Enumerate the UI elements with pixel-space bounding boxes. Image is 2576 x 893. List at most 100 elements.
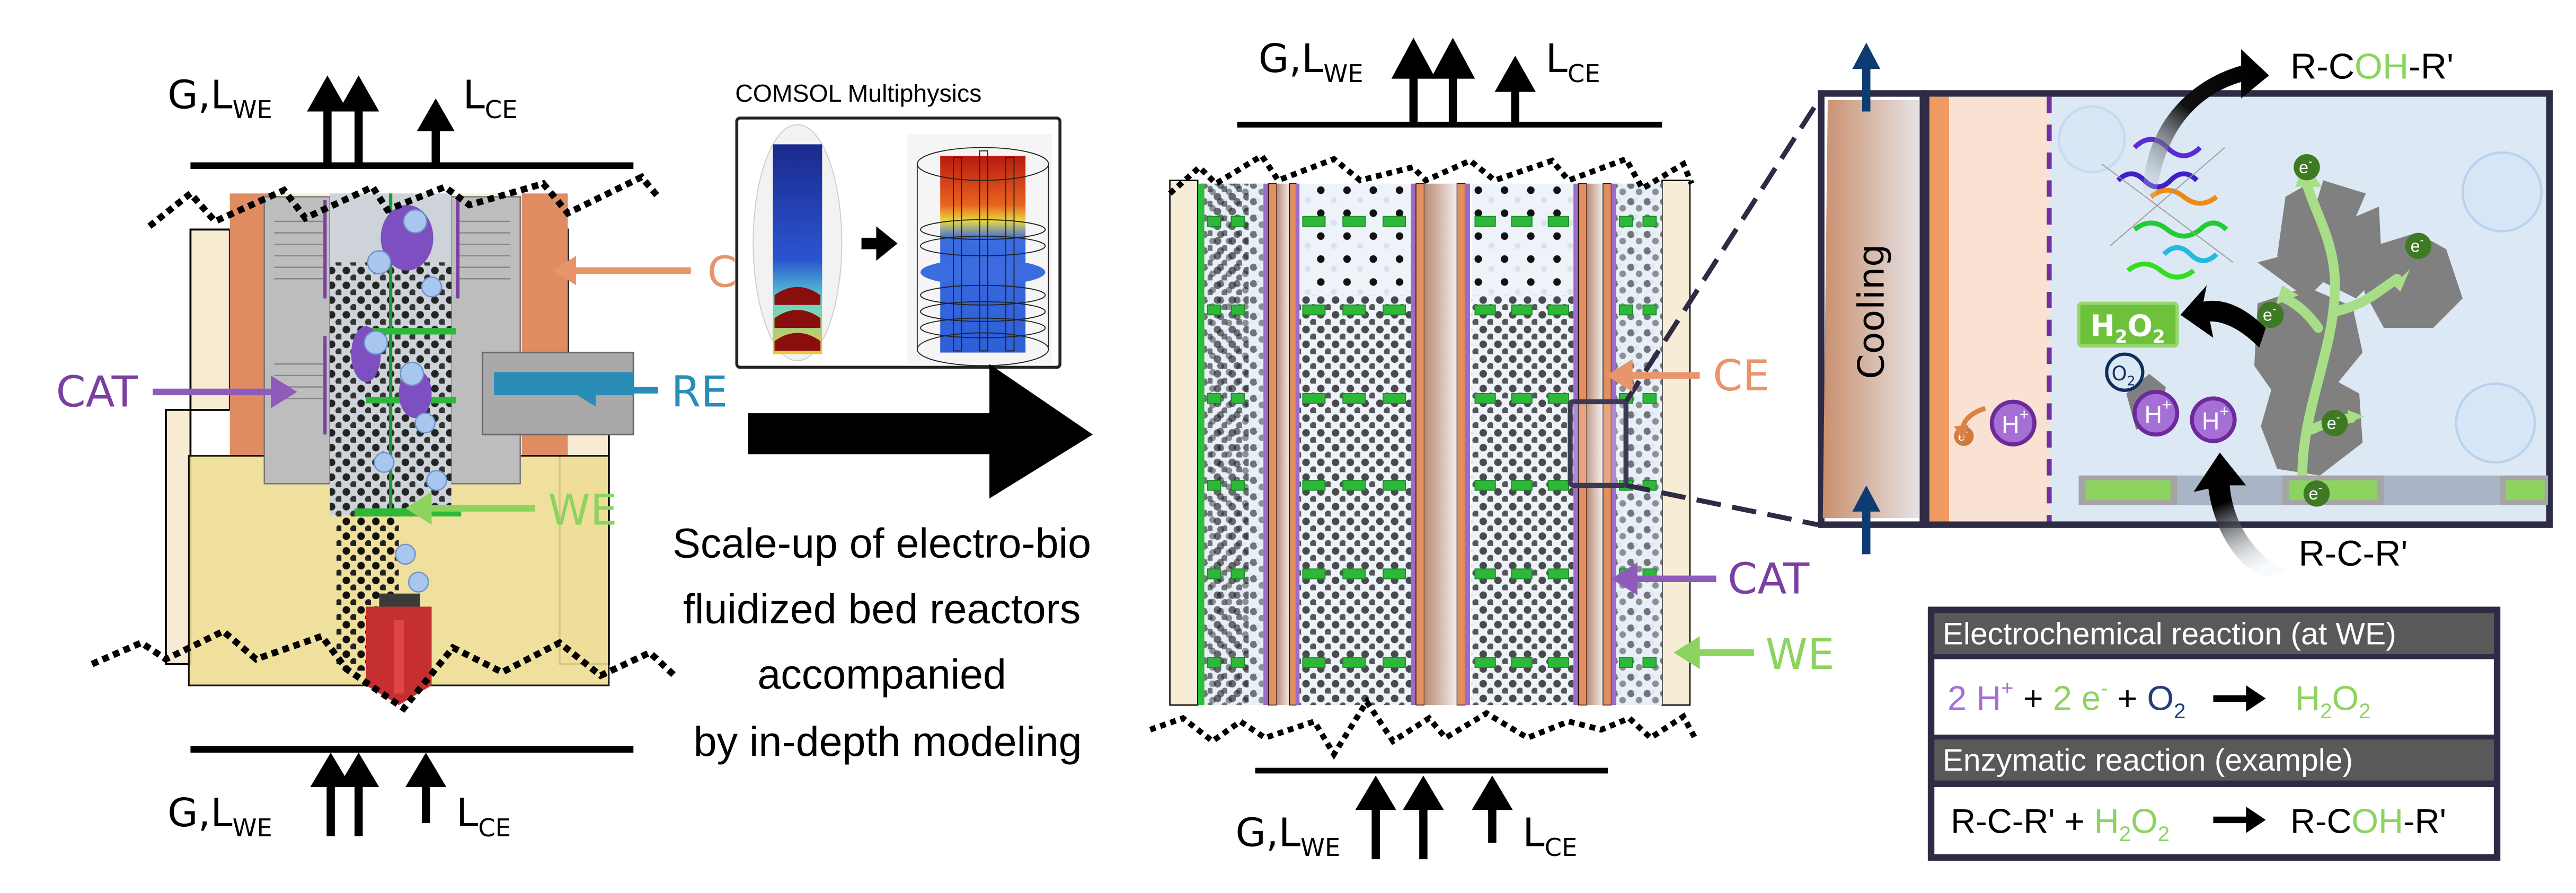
- lab-label-re: RE: [569, 367, 728, 417]
- o2-molecule: O2: [2105, 352, 2145, 392]
- coolant-in-arrow-icon: [1852, 485, 1881, 555]
- scaled-bottom-flow: G,LWE LCE: [1235, 767, 1608, 862]
- scaled-label-ce: CE: [1606, 351, 1769, 400]
- electron-icon: e-: [2405, 233, 2432, 260]
- flow-subscript-ce: CE: [485, 95, 518, 124]
- eq-sub: 2: [2359, 699, 2370, 723]
- eq-sub: 2: [2119, 822, 2131, 846]
- enzymatic-equation: R-C-R' + H2O2: [1951, 802, 2170, 846]
- mesh-segment: [1383, 393, 1406, 404]
- cut-line-bottom: [1149, 696, 1698, 760]
- lab-reactor-body: [165, 193, 634, 706]
- mesh-segment: [1342, 568, 1366, 579]
- eq-sup: +: [2001, 676, 2014, 700]
- electrons: e-e-e-e-e-e-: [1954, 154, 2432, 507]
- flow-label-gas-liquid-we: G,L: [167, 72, 233, 118]
- scaled-label-cat: CAT: [1611, 554, 1810, 604]
- o2-sub: 2: [2127, 373, 2136, 389]
- eq-sub: 2: [2320, 699, 2332, 723]
- flow-arrow-up-icon: [1355, 775, 1396, 810]
- mesh-segment: [1511, 480, 1533, 491]
- label-cat: CAT: [56, 367, 138, 417]
- lab-label-ce: CE: [553, 247, 764, 297]
- eq-term: R-C: [2290, 802, 2352, 841]
- flow-arrow-up-icon: [1430, 38, 1475, 79]
- mesh-segment: [1547, 480, 1569, 491]
- lab-reactor: G,LWE LCE: [56, 72, 764, 842]
- caption-line: accompanied: [757, 651, 1006, 698]
- svg-text:O2: O2: [2112, 362, 2136, 388]
- mesh-segment: [1511, 216, 1533, 227]
- svg-text:e-: e-: [2411, 234, 2424, 256]
- flow-label-gas-liquid-we: G,L: [167, 790, 233, 836]
- enzyme-structure-image: [2101, 137, 2234, 280]
- svg-text:e-: e-: [2309, 481, 2322, 503]
- mesh-segment: [1474, 657, 1496, 668]
- enzymatic-header-text: Enzymatic reaction (example): [1943, 743, 2353, 778]
- mesh-segment: [1231, 480, 1245, 491]
- mesh-segment: [1207, 393, 1221, 404]
- flow-arrow-up-icon: [1472, 775, 1513, 810]
- flow-arrow-up-icon: [1494, 56, 1536, 92]
- arrow-right-icon: [271, 375, 297, 408]
- flow-arrow-up-icon: [310, 752, 351, 787]
- lab-top-flow: G,LWE LCE: [167, 72, 634, 169]
- lab-label-we: WE: [405, 485, 617, 535]
- mesh-segment: [1383, 304, 1406, 316]
- svg-text:LCE: LCE: [1546, 35, 1600, 88]
- eq-term: OH: [2352, 802, 2404, 841]
- eq-op: +: [2055, 802, 2094, 841]
- eq-term: -R': [2403, 802, 2446, 841]
- mesh-segment: [1474, 568, 1496, 579]
- eq-term: H: [2295, 678, 2320, 717]
- mesh-segment: [1642, 657, 1657, 668]
- substrate-label: R-C-R': [2298, 533, 2407, 574]
- comsol-title: COMSOL Multiphysics: [735, 79, 981, 107]
- eq-sub: 2: [2158, 822, 2170, 846]
- mesh-segment: [1231, 657, 1245, 668]
- flow-arrow-up-icon: [1403, 775, 1444, 810]
- flow-arrow-up-icon: [1391, 38, 1436, 79]
- enzymatic-product: R-COH-R': [2290, 802, 2446, 841]
- flow-label-liquid-ce: L: [1546, 35, 1568, 82]
- arrow-left-icon: [569, 373, 596, 407]
- mesh-segment: [1302, 304, 1326, 316]
- product-label: R-COH-R': [2290, 47, 2454, 87]
- eq-term: R-C-R': [1951, 802, 2055, 841]
- eq-term: H: [2094, 802, 2119, 841]
- flow-subscript-ce: CE: [1568, 59, 1600, 88]
- mesh-segment: [1547, 216, 1569, 227]
- enzymatic-header: [1934, 739, 2494, 781]
- mesh-segment: [1547, 657, 1569, 668]
- arrow-left-icon: [1606, 359, 1633, 392]
- protons: H+ H+ H+: [1989, 390, 2237, 446]
- electron-icon: e-: [2294, 154, 2320, 181]
- scaled-label-we: WE: [1674, 629, 1835, 679]
- svg-text:H+: H+: [2144, 395, 2172, 428]
- flow-label-gas-liquid-we: G,L: [1235, 809, 1300, 855]
- mesh-segment: [1342, 216, 1366, 227]
- mesh-segment: [1342, 393, 1366, 404]
- h2o2-sub: 2: [2153, 326, 2165, 347]
- modeling-section: COMSOL Multiphysics: [672, 79, 1093, 765]
- mesh-segment: [1511, 393, 1533, 404]
- h2o2-h: H: [2090, 309, 2115, 344]
- mesh-segment: [1302, 568, 1326, 579]
- mesh-segment: [1302, 393, 1326, 404]
- scale-up-arrow-icon: [748, 364, 1093, 499]
- eq-sub: 2: [2174, 699, 2185, 723]
- mesh-segment: [1511, 657, 1533, 668]
- scaled-top-flow: G,LWE LCE: [1237, 35, 1662, 128]
- svg-text:e-: e-: [2263, 302, 2276, 325]
- proton-icon: H+: [1989, 399, 2037, 446]
- counter-electrode-strip: [1929, 96, 1950, 522]
- mesh-segment: [1474, 304, 1496, 316]
- proton-icon: H+: [2190, 396, 2237, 443]
- mesh-segment: [1383, 480, 1406, 491]
- label-we: WE: [548, 485, 617, 535]
- svg-text:H2O2: H2O2: [2090, 309, 2165, 347]
- cut-line-bottom: [91, 627, 677, 713]
- product-part: -R': [2409, 47, 2454, 87]
